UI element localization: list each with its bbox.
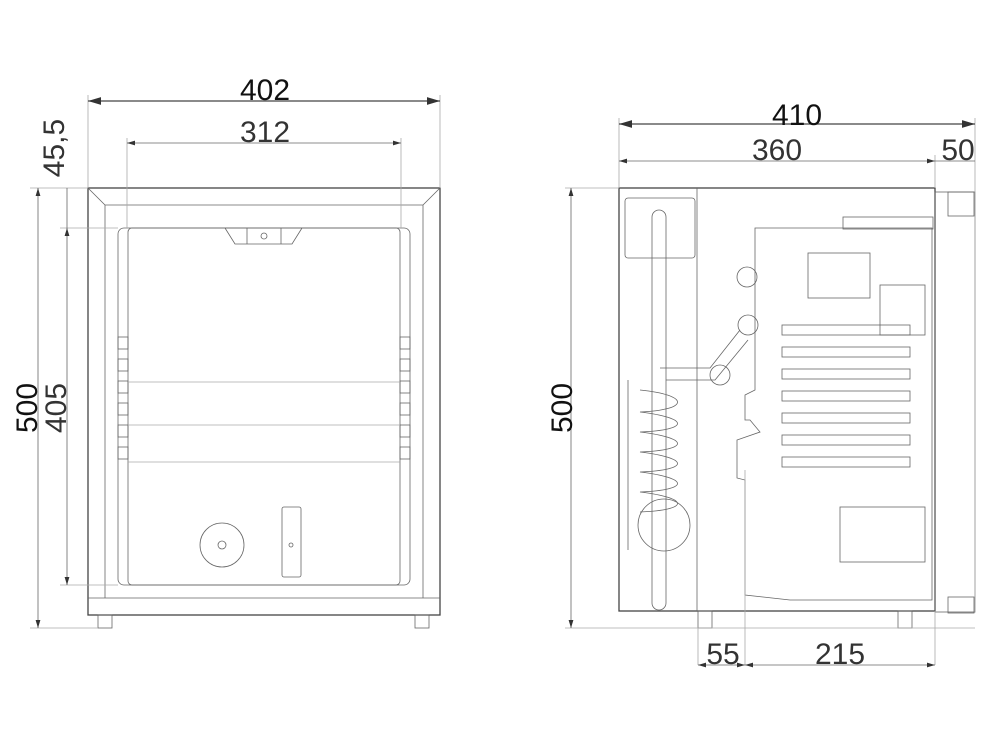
knob-center (217, 540, 227, 550)
door-side (934, 191, 976, 613)
dim-foot-spacing: 215 (815, 638, 865, 671)
light-box (807, 252, 871, 299)
inner-liner (736, 227, 933, 601)
dim-foot-offset: 55 (706, 638, 739, 671)
dim-overall-height: 500 (11, 383, 44, 433)
cabinet-outline (87, 187, 441, 616)
condenser-coil (627, 266, 759, 552)
dim-door-depth: 50 (941, 134, 974, 167)
hinge-screw (288, 542, 294, 548)
foot-right (414, 614, 430, 629)
door-handle (224, 227, 303, 245)
absorber-tube (651, 209, 667, 611)
evaporator-fins (781, 324, 911, 468)
dim-inner-width: 312 (240, 116, 290, 149)
foot-front (897, 610, 913, 629)
side-view: 410 360 50 500 55 215 (546, 99, 976, 671)
dim-inner-height: 405 (40, 383, 73, 433)
door-panel (117, 227, 411, 586)
hinge-bottom (947, 596, 975, 614)
door-inner (127, 227, 401, 586)
dim-overall-width: 402 (240, 74, 290, 107)
cabinet-body (618, 187, 936, 612)
thermostat-knob (199, 522, 245, 568)
door-shelf-bottom (839, 506, 926, 563)
handle-screw (260, 232, 268, 240)
top-hinge (842, 216, 934, 230)
frame (87, 187, 441, 599)
dim-body-depth: 360 (752, 134, 802, 167)
front-view: 402 312 500 405 45,5 (11, 74, 441, 629)
shelf-supports (117, 336, 411, 463)
cooling-unit-box (624, 197, 696, 259)
foot-left (97, 614, 113, 629)
dim-side-height: 500 (546, 383, 579, 433)
foot-rear (697, 610, 713, 629)
hinge-plate (281, 506, 302, 578)
dim-overall-depth: 410 (772, 99, 822, 132)
dim-top-offset: 45,5 (38, 119, 71, 177)
hinge-top (947, 191, 975, 217)
door-shelf-top (879, 284, 926, 336)
